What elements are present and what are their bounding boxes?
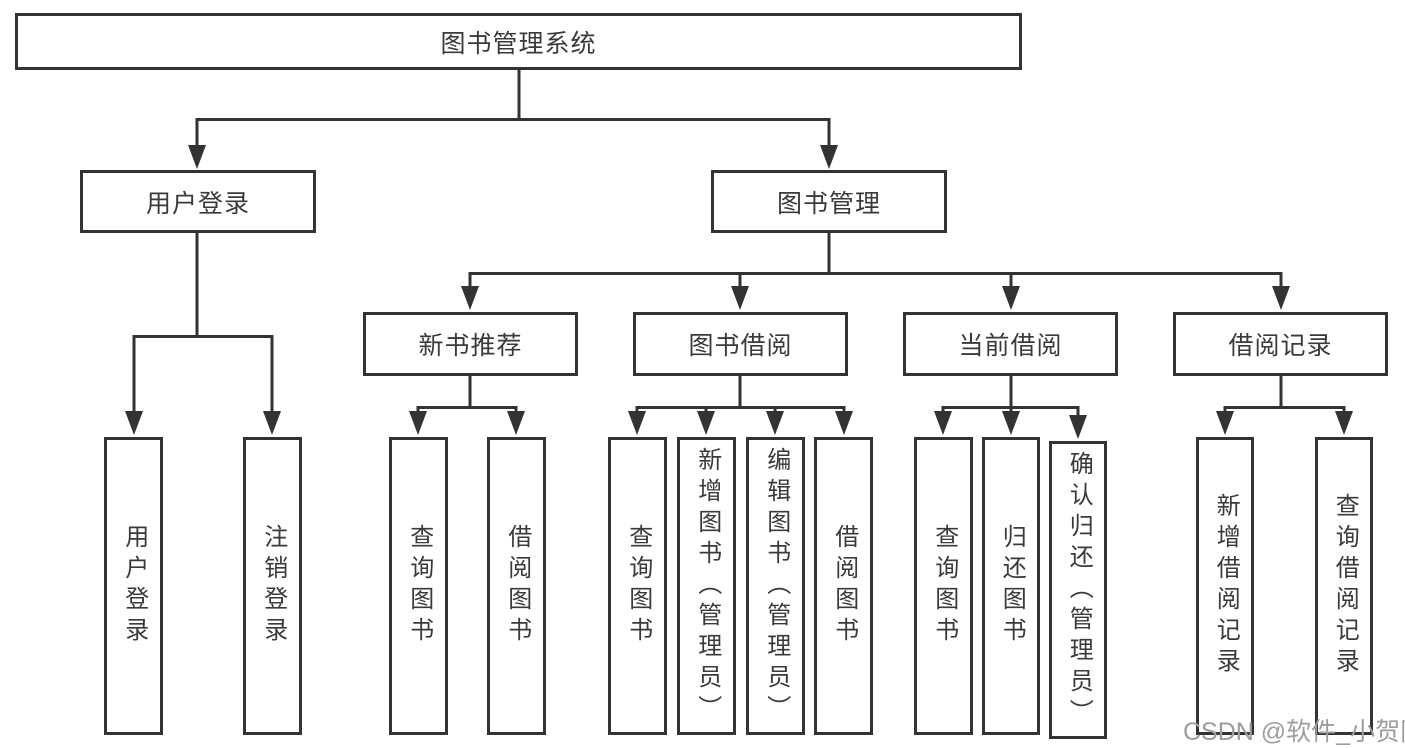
leaf-user-login: 用户登录 <box>104 437 163 735</box>
csdn-watermark: CSDN @软件_小贺同学 <box>1183 718 1405 746</box>
node-user-login: 用户登录 <box>80 170 316 233</box>
node-new-book-recommend: 新书推荐 <box>363 312 578 376</box>
node-current-borrow: 当前借阅 <box>903 312 1118 376</box>
leaf-borrow-query-book: 查询图书 <box>608 437 667 735</box>
leaf-record-query: 查询借阅记录 <box>1315 437 1373 735</box>
node-book-management: 图书管理 <box>711 170 947 233</box>
leaf-current-return-book: 归还图书 <box>982 437 1040 735</box>
leaf-recommend-borrow-book: 借阅图书 <box>487 437 546 735</box>
leaf-borrow-add-book: 新增图书（管理员） <box>677 437 736 735</box>
leaf-borrow-borrow-book: 借阅图书 <box>814 437 873 735</box>
node-borrow-record: 借阅记录 <box>1173 312 1388 376</box>
node-root-system: 图书管理系统 <box>15 13 1022 70</box>
leaf-borrow-edit-book: 编辑图书（管理员） <box>746 437 805 735</box>
leaf-record-add: 新增借阅记录 <box>1196 437 1254 735</box>
leaf-recommend-query-book: 查询图书 <box>389 437 448 735</box>
leaf-current-query-book: 查询图书 <box>914 437 973 735</box>
node-book-borrow: 图书借阅 <box>633 312 848 376</box>
leaf-current-confirm-return: 确认归还（管理员） <box>1049 441 1107 739</box>
leaf-logout: 注销登录 <box>243 437 302 735</box>
